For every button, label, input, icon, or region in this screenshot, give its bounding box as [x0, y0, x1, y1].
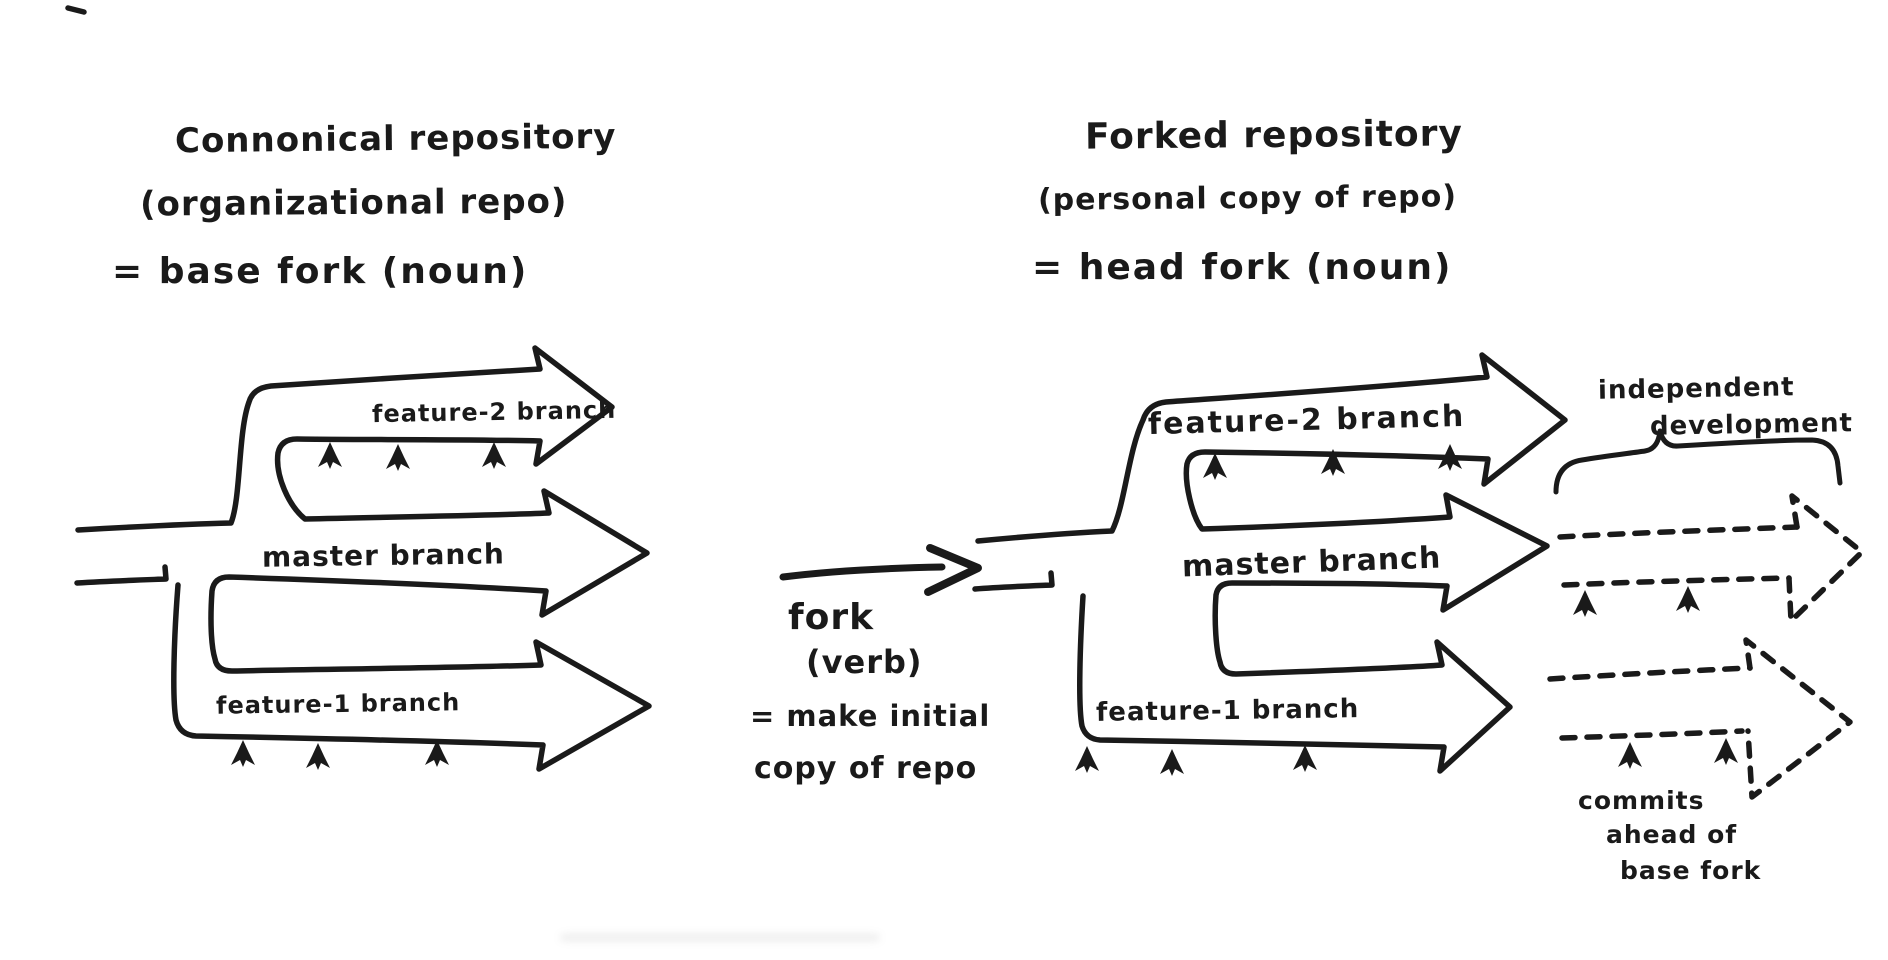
- left-master-branch-label: master branch: [261, 537, 506, 574]
- independent-development-arrows: [1547, 428, 1865, 800]
- commit-icon: [1676, 586, 1700, 613]
- commit-icon: [386, 444, 410, 471]
- commits-ahead-line1: commits: [1578, 786, 1705, 815]
- left-feature2-branch-label: feature-2 branch: [371, 395, 617, 429]
- commit-icon: [1293, 745, 1317, 772]
- commit-icon: [1160, 749, 1184, 776]
- scan-smudge: [560, 934, 880, 941]
- left-repo-title-line2: (organizational repo): [139, 181, 568, 225]
- commit-icon: [231, 740, 255, 767]
- commit-icon: [1203, 453, 1227, 480]
- fork-action-arrow: [779, 544, 982, 596]
- right-repo-title-line2: (personal copy of repo): [1037, 179, 1458, 218]
- right-repo-title-line3: = head fork (noun): [1032, 247, 1453, 288]
- dashed-master-arrowhead: [1786, 493, 1865, 624]
- commits-ahead-line3: base fork: [1620, 856, 1762, 885]
- commit-icon: [306, 743, 330, 770]
- left-feature1-branch-label: feature-1 branch: [215, 688, 461, 720]
- right-feature1-branch-label: feature-1 branch: [1095, 694, 1360, 728]
- independent-development-line1: independent: [1597, 372, 1795, 406]
- right-repo-pipes: [975, 352, 1568, 774]
- left-trunk-lower-line: [74, 564, 169, 586]
- left-repo-title-line3: = base fork (noun): [112, 251, 529, 292]
- right-repo-title-line1: Forked repository: [1084, 113, 1464, 158]
- fork-verb-line2: (verb): [806, 643, 923, 681]
- right-trunk-lower-line: [972, 570, 1055, 592]
- left-repo-title-line1: Connonical repository: [174, 116, 617, 162]
- right-feature2-branch-label: feature-2 branch: [1147, 398, 1466, 443]
- commit-icon: [1075, 746, 1099, 773]
- commit-icon: [318, 442, 342, 469]
- dashed-master-arrow: [1557, 524, 1800, 540]
- independent-development-line2: development: [1649, 408, 1854, 442]
- fork-verb-line4: copy of repo: [754, 751, 978, 786]
- commit-icon: [482, 442, 506, 469]
- ink-speck: [65, 5, 87, 15]
- commit-icon: [1573, 590, 1597, 617]
- right-repo-diagram: [972, 352, 1568, 776]
- fork-verb-line1: fork: [788, 597, 875, 638]
- commit-icon: [1714, 738, 1738, 765]
- fork-arrow-head: [924, 544, 982, 596]
- curly-brace: [1553, 428, 1843, 495]
- fork-verb-line3: = make initial: [750, 699, 991, 733]
- fork-arrow-shaft: [779, 563, 946, 581]
- left-repo-pipes: [75, 345, 652, 772]
- dashed-master-arrow: [1561, 575, 1792, 588]
- right-master-branch-label: master branch: [1181, 540, 1442, 585]
- commits-ahead-line2: ahead of: [1606, 820, 1738, 849]
- commit-icon: [1618, 742, 1642, 769]
- dashed-feature1-arrow: [1559, 728, 1745, 741]
- dashed-feature1-arrowhead: [1743, 637, 1853, 800]
- left-repo-diagram: [74, 345, 652, 772]
- dashed-feature1-arrow: [1547, 665, 1753, 682]
